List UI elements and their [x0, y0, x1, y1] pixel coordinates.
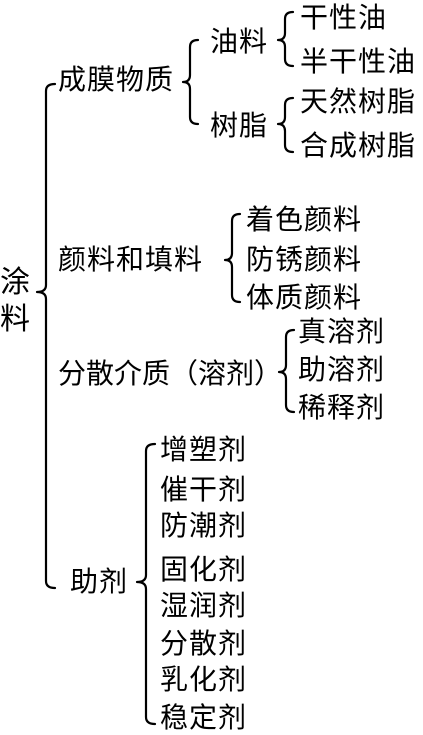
category-dispersion-medium: 分散介质（溶剂） — [58, 357, 283, 390]
leaf-diluent: 稀释剂 — [298, 391, 386, 424]
subcategory-oil: 油料 — [210, 25, 269, 58]
leaf-emulsifier: 乳化剂 — [160, 663, 248, 696]
root-char-2: 料 — [0, 302, 30, 337]
category-pigments-fillers: 颜料和填料 — [58, 243, 204, 276]
root-brace — [35, 82, 57, 590]
leaf-cosolvent: 助溶剂 — [298, 353, 386, 386]
leaf-moisture-proofing-agent: 防潮剂 — [160, 509, 248, 542]
resin-brace — [276, 96, 295, 154]
oil-brace — [276, 10, 295, 68]
pigment-brace — [223, 212, 242, 304]
leaf-drier: 催干剂 — [160, 473, 248, 506]
leaf-stabilizer: 稳定剂 — [160, 701, 248, 734]
solvent-brace — [277, 328, 296, 414]
category-additives: 助剂 — [70, 565, 129, 598]
leaf-anticorrosive-pigment: 防锈颜料 — [246, 243, 363, 276]
category-film-forming: 成膜物质 — [58, 63, 175, 96]
leaf-synthetic-resin: 合成树脂 — [300, 129, 417, 162]
leaf-plasticizer: 增塑剂 — [160, 433, 248, 466]
leaf-coloring-pigment: 着色颜料 — [246, 203, 363, 236]
leaf-curing-agent: 固化剂 — [160, 553, 248, 586]
leaf-extender-pigment: 体质颜料 — [246, 281, 363, 314]
leaf-true-solvent: 真溶剂 — [298, 315, 386, 348]
root-char-1: 涂 — [0, 265, 30, 300]
leaf-drying-oil: 干性油 — [300, 1, 388, 34]
additive-brace — [135, 442, 157, 726]
leaf-natural-resin: 天然树脂 — [300, 85, 417, 118]
leaf-wetting-agent: 湿润剂 — [160, 589, 248, 622]
subcategory-resin: 树脂 — [210, 109, 269, 142]
leaf-semi-drying-oil: 半干性油 — [300, 45, 417, 78]
leaf-dispersant: 分散剂 — [160, 627, 248, 660]
film-forming-brace — [181, 38, 200, 126]
